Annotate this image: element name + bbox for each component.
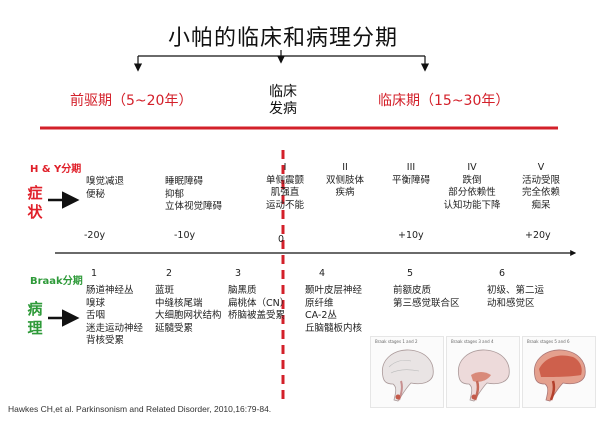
hy-item-6-line-0: 活动受限 — [521, 174, 560, 186]
hy-item-4-line-0: 平衡障碍 — [391, 174, 430, 186]
pathology-char-2: 理 — [27, 319, 43, 337]
pathology-char-1: 病 — [27, 300, 43, 318]
braak-item-1-line-3: 延髓受累 — [155, 322, 194, 334]
braak-num-2: 2 — [166, 268, 173, 279]
braak-item-0-line-3: 迷走运动神经 — [86, 322, 144, 334]
braak-num-4: 4 — [319, 268, 326, 279]
onset-line1: 临床 — [269, 84, 297, 100]
hy-item-2-line-0: 单侧震颤 — [265, 174, 304, 186]
braak-item-1: 蓝斑 中缝核尾端 大细胞网状结构 延髓受累 — [155, 285, 222, 335]
braak-stage-label: Braak分期 — [30, 276, 83, 287]
brain-figure-caption-1: Braak stages 1 and 2 — [375, 339, 418, 344]
hy-item-0-line-1: 便秘 — [86, 188, 106, 200]
braak-item-0-line-4: 背核受累 — [86, 335, 125, 346]
symptom-side-label: 症 状 — [27, 184, 43, 222]
hy-item-1: 睡眠障碍 抑郁 立体视觉障碍 — [165, 176, 222, 214]
braak-item-2: 脑黑质 扁桃体（CN） 桥脑被盖受累 — [228, 285, 289, 323]
phase-prodromal: 前驱期（5~20年） — [70, 93, 193, 109]
symptom-char-1: 症 — [27, 184, 43, 202]
hy-item-2-line-2: 运动不能 — [265, 199, 304, 211]
hy-item-2: I 单侧震颤 肌强直 运动不能 — [255, 162, 315, 212]
braak-item-4-line-1: 第三感觉联合区 — [393, 297, 460, 309]
braak-item-1-line-2: 大细胞网状结构 — [155, 310, 222, 321]
braak-item-0: 肠道神经丛 嗅球 舌咽 迷走运动神经 背核受累 — [86, 285, 143, 348]
braak-item-3-line-1: 原纤维 — [305, 297, 334, 309]
braak-item-5-line-0: 初级、第二运 — [487, 285, 545, 296]
title-bracket — [133, 50, 430, 72]
tick-minus-20: -20y — [84, 230, 106, 241]
hy-item-5: IV 跌倒 部分依赖性 认知功能下降 — [436, 162, 508, 212]
onset-line2: 发病 — [269, 101, 297, 117]
braak-item-0-line-0: 肠道神经丛 — [86, 285, 134, 296]
phase-clinical: 临床期（15~30年） — [378, 93, 510, 109]
hy-item-1-line-0: 睡眠障碍 — [165, 176, 204, 187]
tick-zero: 0 — [278, 234, 285, 245]
symptom-char-2: 状 — [27, 203, 43, 221]
hy-item-5-line-1: 部分依赖性 — [448, 187, 496, 198]
hy-stage-label: H & Y分期 — [30, 164, 82, 175]
hy-item-5-line-0: 跌倒 — [462, 174, 482, 186]
hy-item-6-line-2: 痴呆 — [531, 199, 551, 211]
hy-item-1-line-2: 立体视觉障碍 — [165, 201, 223, 212]
hy-item-4: III 平衡障碍 — [381, 162, 441, 187]
hy-item-3-line-1: 疾病 — [335, 187, 355, 198]
braak-item-1-line-0: 蓝斑 — [155, 285, 175, 296]
hy-item-2-roman: I — [283, 162, 287, 173]
hy-item-3-line-0: 双侧肢体 — [325, 174, 364, 186]
hy-item-6-roman: V — [537, 162, 545, 173]
braak-item-3-line-0: 颞叶皮层神经 — [305, 285, 363, 296]
braak-item-2-line-1: 扁桃体（CN） — [228, 297, 290, 309]
hy-item-0: 嗅觉减退 便秘 — [86, 176, 124, 201]
braak-item-3-line-2: CA-2丛 — [305, 310, 337, 321]
hy-item-5-line-2: 认知功能下降 — [443, 199, 501, 211]
braak-item-0-line-1: 嗅球 — [86, 297, 106, 309]
phase-onset: 临床 发病 — [262, 84, 304, 118]
hy-item-1-line-1: 抑郁 — [165, 188, 185, 200]
braak-item-3: 颞叶皮层神经 原纤维 CA-2丛 丘脑髓板内核 — [305, 285, 362, 335]
braak-item-4-line-0: 前额皮质 — [393, 285, 432, 296]
braak-item-4: 前额皮质 第三感觉联合区 — [393, 285, 460, 310]
braak-item-2-line-0: 脑黑质 — [228, 285, 257, 296]
brain-icon — [381, 349, 434, 402]
hy-item-6-line-1: 完全依赖 — [521, 187, 560, 198]
brain-figure-caption-2: Braak stages 3 and 4 — [451, 339, 494, 344]
braak-item-1-line-1: 中缝核尾端 — [155, 297, 203, 309]
tick-plus-20: +20y — [525, 230, 551, 241]
hy-item-3-roman: II — [342, 162, 348, 173]
hy-item-4-roman: III — [406, 162, 416, 173]
tick-plus-10: +10y — [398, 230, 424, 241]
braak-item-3-line-3: 丘脑髓板内核 — [305, 322, 363, 334]
brain-figure-caption-3: Braak stages 5 and 6 — [527, 339, 570, 344]
brain-figure-stage-3-4: Braak stages 3 and 4 — [446, 336, 520, 408]
brain-figure-stage-1-2: Braak stages 1 and 2 — [370, 336, 444, 408]
pathology-side-label: 病 理 — [27, 300, 43, 338]
hy-item-6: V 活动受限 完全依赖 痴呆 — [510, 162, 572, 212]
citation: Hawkes CH,et al. Parkinsonism and Relate… — [8, 404, 272, 414]
braak-num-3: 3 — [235, 268, 242, 279]
braak-item-5: 初级、第二运 动和感觉区 — [487, 285, 544, 310]
page-title: 小帕的临床和病理分期 — [168, 26, 399, 51]
braak-num-6: 6 — [499, 268, 506, 279]
braak-item-5-line-1: 动和感觉区 — [487, 297, 535, 309]
hy-item-2-line-1: 肌强直 — [270, 187, 300, 198]
brain-icon — [457, 349, 510, 402]
hy-item-5-roman: IV — [467, 162, 477, 173]
braak-item-0-line-2: 舌咽 — [86, 310, 106, 321]
hy-item-0-line-0: 嗅觉减退 — [86, 176, 125, 187]
braak-num-1: 1 — [91, 268, 98, 279]
braak-num-5: 5 — [407, 268, 414, 279]
brain-figure-stage-5-6: Braak stages 5 and 6 — [522, 336, 596, 408]
braak-item-2-line-2: 桥脑被盖受累 — [228, 310, 286, 321]
brain-icon — [533, 349, 586, 402]
hy-item-3: II 双侧肢体 疾病 — [315, 162, 375, 200]
tick-minus-10: -10y — [174, 230, 196, 241]
